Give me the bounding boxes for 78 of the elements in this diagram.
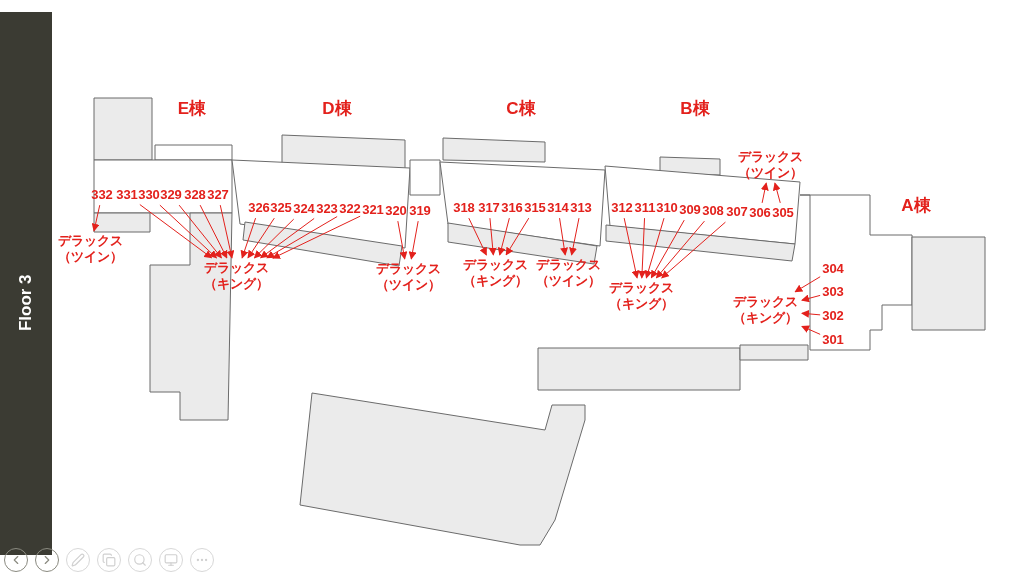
building-label: D棟: [322, 98, 352, 121]
building-label: A棟: [901, 195, 931, 218]
building-label: E棟: [177, 98, 207, 121]
room-number: 327: [207, 186, 229, 204]
room-number: 313: [570, 199, 592, 217]
room-number: 301: [822, 331, 844, 349]
arrow: [655, 220, 705, 279]
arrow: [801, 309, 821, 318]
arrow: [488, 217, 497, 256]
arrow: [408, 220, 419, 260]
arrow: [569, 217, 580, 256]
room-number: 314: [547, 199, 569, 217]
arrow: [644, 217, 665, 279]
arrow: [468, 217, 487, 256]
room-number: 308: [702, 202, 724, 220]
room-number: 320: [385, 202, 407, 220]
room-number: 315: [524, 199, 546, 217]
room-number: 326: [248, 199, 270, 217]
room-type-label: デラックス（キング）: [201, 259, 271, 293]
arrow: [397, 220, 408, 260]
room-number: 316: [501, 199, 523, 217]
room-type-label: デラックス（ツイン）: [55, 232, 125, 266]
arrow: [650, 219, 685, 279]
title: Floor 3: [15, 273, 37, 334]
room-number: 312: [611, 199, 633, 217]
arrow: [559, 217, 569, 256]
room-type-label: デラックス（ツイン）: [735, 148, 805, 182]
arrow: [247, 217, 275, 259]
arrow: [760, 182, 769, 204]
room-number: 323: [316, 200, 338, 218]
arrow: [266, 216, 338, 259]
room-number: 329: [160, 186, 182, 204]
room-number: 331: [116, 186, 138, 204]
room-number: 305: [772, 204, 794, 222]
arrow: [505, 217, 530, 256]
room-number: 322: [339, 200, 361, 218]
room-number: 332: [91, 186, 113, 204]
arrow: [260, 217, 315, 259]
room-number: 310: [656, 199, 678, 217]
room-number: 328: [184, 186, 206, 204]
room-number: 311: [634, 199, 656, 217]
room-number: 306: [749, 204, 771, 222]
building-label: B棟: [680, 98, 710, 121]
arrow: [794, 276, 821, 293]
room-number: 321: [362, 201, 384, 219]
arrow: [801, 294, 821, 303]
building-label: C棟: [506, 98, 536, 121]
room-number: 317: [478, 199, 500, 217]
arrow: [638, 217, 647, 279]
arrow: [497, 217, 510, 256]
arrow: [253, 218, 295, 259]
arrow: [661, 221, 726, 279]
room-number: 302: [822, 307, 844, 325]
arrow: [272, 215, 361, 259]
arrow: [139, 204, 213, 259]
room-number: 303: [822, 283, 844, 301]
arrow: [219, 204, 235, 259]
arrow: [159, 204, 218, 259]
arrow: [178, 204, 222, 259]
room-number: 324: [293, 200, 315, 218]
room-type-label: デラックス（キング）: [606, 279, 676, 313]
room-number: 325: [270, 199, 292, 217]
arrow: [199, 204, 228, 259]
arrow: [623, 217, 640, 279]
room-number: 309: [679, 201, 701, 219]
room-number: 307: [726, 203, 748, 221]
room-type-label: デラックス（ツイン）: [533, 256, 603, 290]
room-number: 304: [822, 260, 844, 278]
room-type-label: デラックス（キング）: [460, 256, 530, 290]
room-number: 330: [138, 186, 160, 204]
room-type-label: デラックス（キング）: [730, 293, 800, 327]
arrow: [91, 204, 101, 232]
room-number: 319: [409, 202, 431, 220]
room-type-label: デラックス（ツイン）: [373, 260, 443, 294]
arrow: [240, 217, 257, 259]
arrow: [772, 182, 781, 204]
arrow: [801, 325, 821, 335]
room-number: 318: [453, 199, 475, 217]
